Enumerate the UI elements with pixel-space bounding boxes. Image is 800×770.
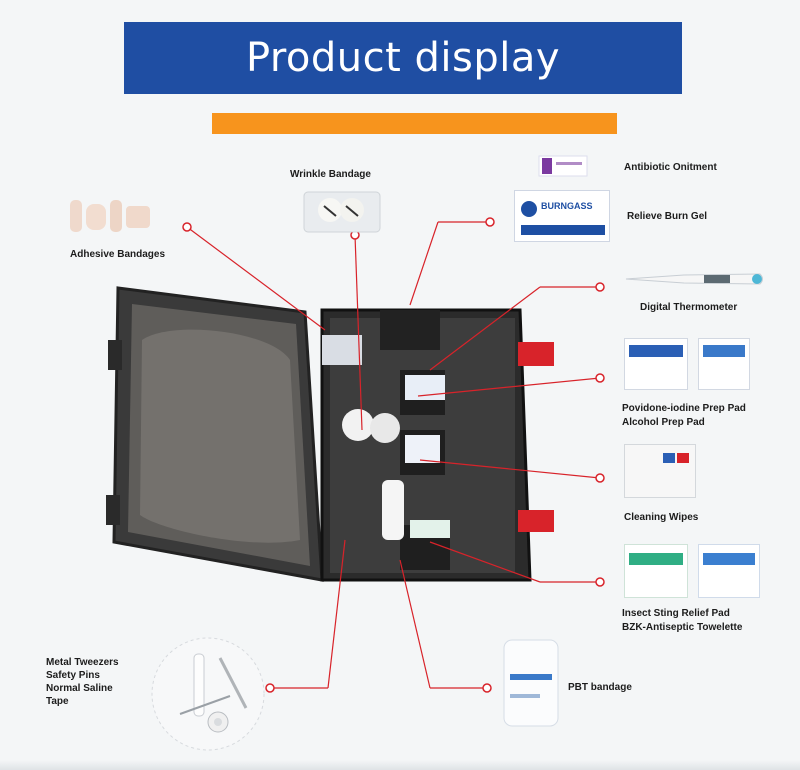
- bzk-towelette-image: [698, 544, 760, 598]
- povidone-iodine-pad-image: [624, 338, 688, 390]
- pbt-bandage-label: PBT bandage: [568, 682, 632, 693]
- burn-gel-logo-icon: [521, 201, 537, 217]
- first-aid-case-image: [106, 286, 554, 582]
- burn-gel-brand: BURNGASS: [541, 201, 593, 211]
- alcohol-prep-pad-image: [698, 338, 750, 390]
- bottom-fade: [0, 760, 800, 770]
- antibiotic-ointment-image: [538, 155, 588, 177]
- relieve-burn-gel-label: Relieve Burn Gel: [627, 211, 708, 222]
- burn-gel-stripe: [521, 225, 605, 235]
- antibiotic-ointment-label: Antibiotic Onitment: [624, 162, 717, 173]
- tape-label: Tape: [46, 696, 69, 707]
- cleaning-wipes-label: Cleaning Wipes: [624, 512, 699, 523]
- adhesive-bandages-image: [70, 200, 150, 232]
- cleaning-wipes-image: [624, 444, 696, 498]
- insect-sting-label: Insect Sting Relief Pad: [622, 608, 730, 619]
- bzk-towelette-label: BZK-Antiseptic Towelette: [622, 622, 743, 633]
- digital-thermometer-image: [625, 273, 763, 285]
- safety-pins-label: Safety Pins: [46, 670, 100, 681]
- normal-saline-label: Normal Saline: [46, 683, 113, 694]
- burn-gel-image: BURNGASS: [514, 190, 610, 242]
- insect-sting-pad-image: [624, 544, 688, 598]
- alcohol-prep-pad-label: Alcohol Prep Pad: [622, 417, 705, 428]
- adhesive-bandages-label: Adhesive Bandages: [70, 249, 166, 260]
- pbt-bandage-image: [503, 639, 559, 727]
- povidone-iodine-label: Povidone-iodine Prep Pad: [622, 403, 746, 414]
- tweezers-kit-image: [151, 637, 265, 751]
- page-title: Product display: [245, 35, 561, 81]
- digital-thermometer-label: Digital Thermometer: [640, 302, 738, 313]
- wrinkle-bandage-label: Wrinkle Bandage: [290, 169, 371, 180]
- wrinkle-bandage-image: [303, 191, 381, 233]
- metal-tweezers-label: Metal Tweezers: [46, 657, 119, 668]
- title-banner: Product display: [124, 22, 682, 94]
- accent-bar: [212, 113, 617, 134]
